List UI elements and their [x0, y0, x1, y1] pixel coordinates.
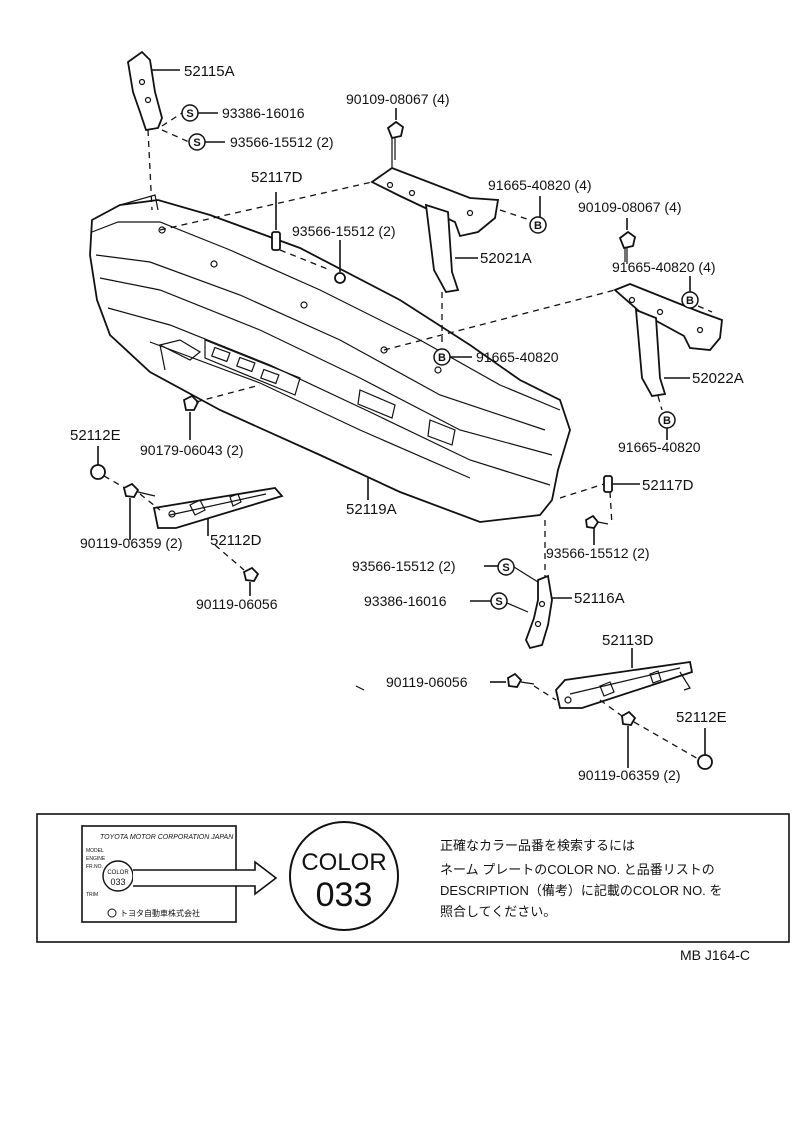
svg-text:FR.NO.: FR.NO.	[86, 864, 103, 870]
marker-s-4: S	[490, 592, 508, 610]
svg-text:S: S	[186, 108, 193, 120]
clip-52117D-left	[271, 192, 331, 271]
clip-52112E-right	[697, 728, 713, 770]
svg-text:TRIM: TRIM	[86, 892, 98, 898]
label-52119A: 52119A	[346, 501, 397, 518]
bracket-52115A	[127, 50, 180, 211]
screw-93566-15512-low-right	[585, 514, 609, 545]
svg-text:B: B	[686, 295, 694, 307]
bolt-90119-06056-low	[355, 672, 557, 701]
svg-text:S: S	[502, 562, 509, 574]
bumper-cover-52119A	[89, 194, 571, 523]
bolt-90109-08067-a	[386, 108, 405, 160]
bracket-52116A	[470, 565, 572, 650]
bumper-arm-52021A	[159, 130, 531, 345]
marker-s-2: S	[161, 112, 225, 151]
bumper-arm-52022A	[383, 240, 723, 411]
marker-s-3: S	[497, 558, 515, 576]
color-note-box: TOYOTA MOTOR CORPORATION JAPAN MODEL ENG…	[36, 813, 790, 943]
svg-text:033: 033	[316, 876, 373, 914]
marker-b-1: B	[529, 196, 547, 234]
label-52022A: 52022A	[692, 370, 744, 387]
label-90109-08067-b: 90109-08067 (4)	[578, 199, 682, 215]
marker-b-3: B	[433, 348, 472, 366]
svg-text:S: S	[193, 137, 200, 149]
label-90119-06056-low: 90119-06056	[386, 674, 468, 690]
label-52113D: 52113D	[602, 632, 654, 649]
note-line-4: 照合してください。	[440, 904, 556, 919]
svg-text:COLOR: COLOR	[301, 849, 386, 876]
label-52117D-left: 52117D	[251, 169, 303, 186]
note-line-1: 正確なカラー品番を検索するには	[440, 838, 635, 853]
label-52112E-right: 52112E	[676, 709, 727, 726]
label-93566-15512-low-left: 93566-15512 (2)	[352, 558, 456, 574]
note-line-2: ネーム プレートのCOLOR NO. と品番リストの	[440, 862, 715, 877]
svg-text:B: B	[534, 220, 542, 232]
label-91665-40820-mid: 91665-40820	[476, 349, 559, 365]
label-90109-08067-a: 90109-08067 (4)	[346, 91, 450, 107]
clip-52112E-left	[90, 446, 126, 489]
clip-52117D-right	[544, 475, 640, 580]
label-91665-40820-4a: 91665-40820 (4)	[488, 177, 592, 193]
svg-text:B: B	[663, 415, 671, 427]
label-93566-15512-low-right: 93566-15512 (2)	[546, 545, 650, 561]
svg-text:S: S	[495, 596, 502, 608]
label-90179-06043: 90179-06043 (2)	[140, 442, 244, 458]
label-90119-06056-left: 90119-06056	[196, 596, 278, 612]
label-91665-40820-4b: 91665-40820 (4)	[612, 259, 716, 275]
label-52116A: 52116A	[574, 590, 625, 607]
bolt-90119-06056-left	[214, 544, 260, 596]
marker-s-1: S	[181, 104, 218, 122]
label-52117D-right: 52117D	[642, 477, 694, 494]
label-90119-06359-left: 90119-06359 (2)	[80, 535, 182, 551]
label-93386-16016-low: 93386-16016	[364, 593, 447, 609]
screw-93566-15512-mid	[334, 240, 346, 284]
label-93566-15512-top: 93566-15512 (2)	[230, 134, 334, 150]
label-52115A: 52115A	[184, 63, 235, 80]
label-52021A: 52021A	[480, 250, 532, 267]
label-52112D: 52112D	[210, 532, 262, 549]
svg-text:ENGINE: ENGINE	[86, 856, 106, 862]
color-circle: COLOR 033	[289, 821, 399, 931]
svg-text:トヨタ自動車株式会社: トヨタ自動車株式会社	[120, 908, 200, 918]
label-93386-16016-top: 93386-16016	[222, 105, 305, 121]
diagram-code: MB J164-C	[680, 947, 750, 963]
arrow-icon	[133, 860, 278, 896]
label-52112E-left: 52112E	[70, 427, 121, 444]
marker-b-2: B	[681, 276, 713, 313]
svg-text:033: 033	[110, 877, 125, 887]
label-90119-06359-right: 90119-06359 (2)	[578, 767, 680, 783]
bolt-90109-08067-b	[618, 218, 637, 264]
marker-b-4: B	[658, 411, 676, 440]
svg-text:B: B	[438, 352, 446, 364]
bolt-90119-06359-right	[599, 699, 701, 768]
svg-text:COLOR: COLOR	[107, 870, 129, 876]
bracket-52112D	[152, 487, 284, 536]
svg-text:MODEL: MODEL	[86, 848, 104, 854]
label-93566-15512-mid: 93566-15512 (2)	[292, 223, 396, 239]
bracket-52113D	[555, 648, 694, 709]
svg-text:TOYOTA MOTOR CORPORATION JAPAN: TOYOTA MOTOR CORPORATION JAPAN	[100, 834, 234, 841]
note-line-3: DESCRIPTION（備考）に記載のCOLOR NO. を	[440, 883, 722, 898]
label-91665-40820-right: 91665-40820	[618, 439, 701, 455]
nut-90179-06043	[182, 384, 261, 440]
bolt-90119-06359-left	[122, 482, 161, 540]
